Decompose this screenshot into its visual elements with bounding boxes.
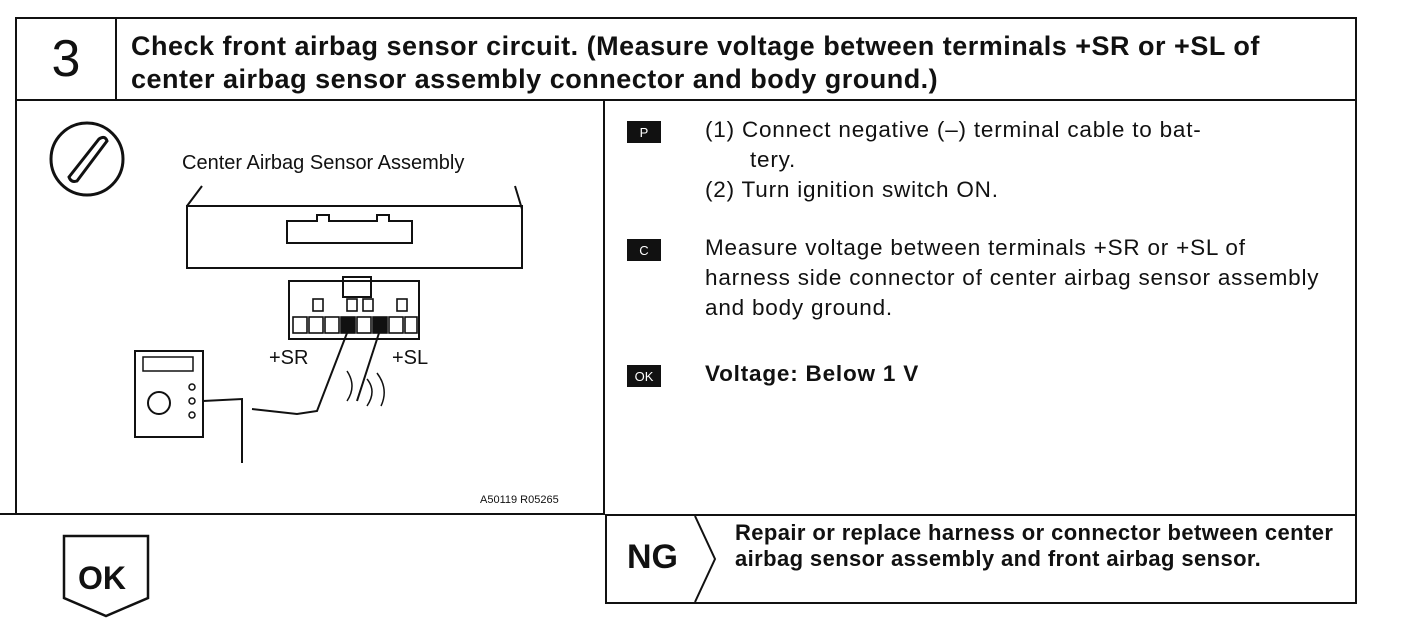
terminal-sr-label: +SR [269,347,309,369]
illustration-panel: Center Airbag Sensor Assembly [15,101,605,514]
terminal-sl-label: +SL [392,347,429,369]
prepare-step-1: (1) Connect negative (–) terminal cable … [705,117,1202,142]
instructions-panel: P (1) Connect negative (–) terminal cabl… [607,101,1357,514]
ohmmeter-tool-icon [49,121,125,197]
ng-result-box: NG Repair or replace harness or connecto… [605,514,1357,604]
ng-label: NG [627,538,678,576]
sensor-assembly-label: Center Airbag Sensor Assembly [182,152,465,174]
step-header: 3 Check front airbag sensor circuit. (Me… [15,17,1357,101]
ok-result-box: OK [60,534,156,625]
step-number: 3 [17,19,117,99]
connector-diagram [134,185,523,463]
prepare-badge: P [627,121,661,143]
divider-line [0,513,605,515]
figure-code: A50119 R05265 [480,494,559,506]
step-title: Check front airbag sensor circuit. (Meas… [131,31,1260,94]
ok-arrow-box [62,534,150,618]
check-text: Measure voltage between terminals +SR or… [705,235,1320,320]
ok-badge: OK [627,365,661,387]
ng-arrow [694,516,717,602]
prepare-step-1-cont: tery. [750,147,797,172]
prepare-step-2: (2) Turn ignition switch ON. [705,177,999,202]
ok-label: OK [78,560,126,596]
ng-action-text: Repair or replace harness or connector b… [735,520,1334,571]
ok-criterion: Voltage: Below 1 V [705,361,920,386]
step-body: Center Airbag Sensor Assembly [15,101,1357,514]
check-badge: C [627,239,661,261]
